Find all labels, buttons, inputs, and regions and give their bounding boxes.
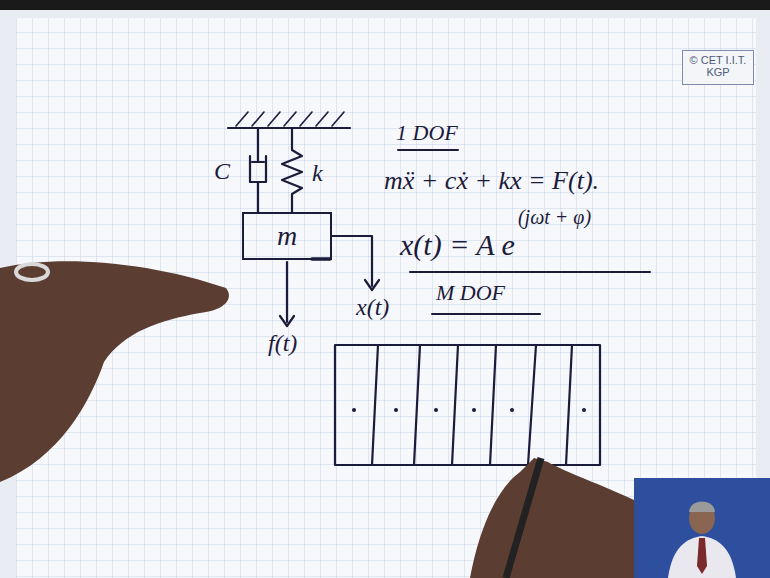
- cell-dot: [352, 408, 356, 412]
- force-leader: [286, 262, 288, 322]
- displacement-leader: [331, 236, 372, 286]
- hand-shape: [0, 261, 229, 482]
- damper-rod-top: [257, 128, 259, 162]
- underline-response: [410, 271, 650, 273]
- displacement-label: x(t): [356, 294, 389, 322]
- top-strip: [0, 0, 770, 10]
- presenter-shirt: [668, 536, 736, 578]
- heading-mdof: M DOF: [436, 280, 505, 305]
- damper-rod-bottom: [257, 182, 259, 212]
- damper-piston: [252, 161, 264, 163]
- hand-shape: [470, 458, 634, 578]
- spring-label: k: [312, 160, 323, 188]
- presenter-tie: [697, 538, 707, 574]
- cell-dot: [394, 408, 398, 412]
- mdof-cell-dots: [352, 408, 586, 412]
- displacement-arrowhead: [365, 280, 379, 290]
- ring: [16, 264, 48, 280]
- mdof-cell-dividers: [372, 345, 572, 465]
- ceiling-hatch: [236, 112, 344, 126]
- force-label: f(t): [268, 330, 297, 358]
- mass-label: m: [277, 220, 297, 252]
- response-expression: x(t) = A e: [400, 228, 515, 263]
- equation-of-motion: mẍ + cẋ + kx = F(t).: [384, 166, 599, 196]
- presenter-hair: [689, 502, 715, 513]
- underline-1dof: [398, 149, 458, 151]
- heading-1dof: 1 DOF: [396, 120, 458, 145]
- inset-background: [634, 478, 770, 578]
- cell-dot: [434, 408, 438, 412]
- damper-label: C: [214, 158, 230, 186]
- damper-cylinder: [250, 156, 266, 182]
- left-hand: [0, 261, 229, 482]
- spring-symbol: [282, 128, 302, 212]
- right-hand: [470, 458, 634, 578]
- exponent: (jωt + φ): [518, 206, 591, 229]
- ceiling-line: [228, 127, 350, 129]
- mass-box: m: [242, 212, 332, 260]
- stamp-text: © CET I.I.T. KGP: [689, 54, 747, 78]
- spring-mass-damper: [228, 112, 379, 326]
- pen: [506, 458, 541, 578]
- cell-dot: [472, 408, 476, 412]
- cell-dot: [582, 408, 586, 412]
- copyright-stamp: © CET I.I.T. KGP: [682, 50, 754, 85]
- underline-mdof: [432, 313, 540, 315]
- video-inset: [634, 478, 770, 578]
- mdof-outline: [335, 345, 600, 465]
- force-arrowhead: [280, 316, 294, 326]
- cell-dot: [510, 408, 514, 412]
- presenter-head: [689, 502, 715, 534]
- mdof-bar: [335, 345, 600, 465]
